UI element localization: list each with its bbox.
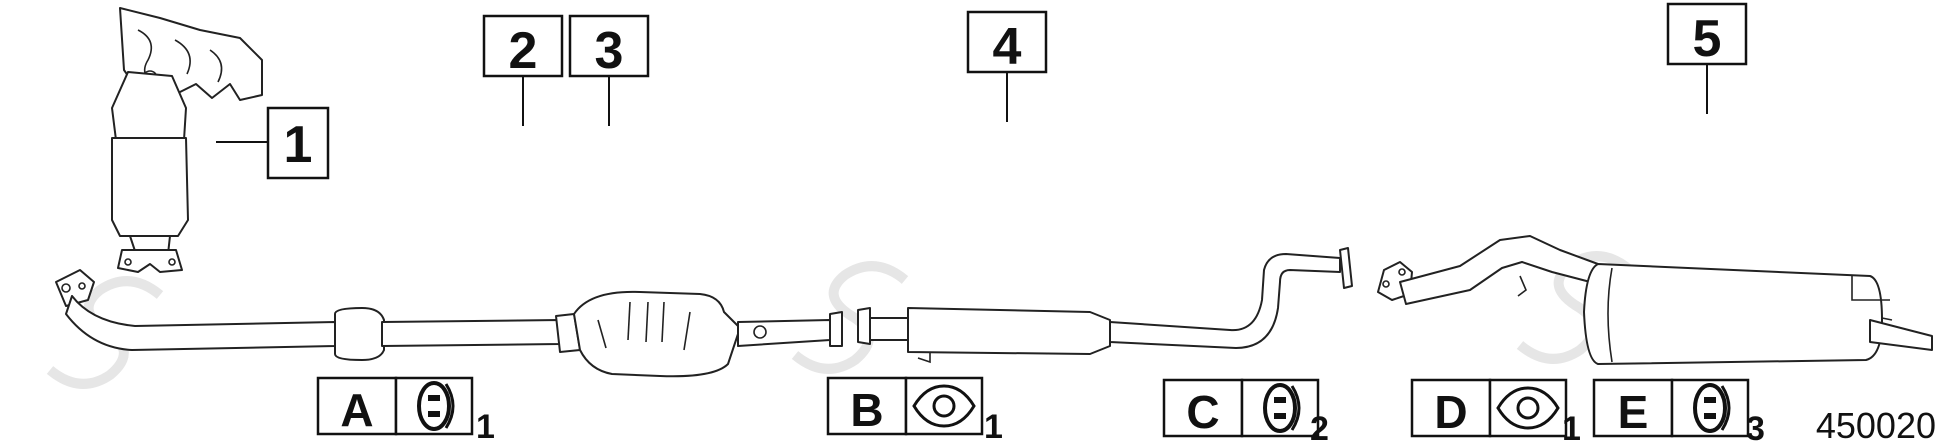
flange-gasket-icon [912,384,976,428]
callout-4: 4 [966,10,1048,122]
callout-2: 2 [482,14,564,126]
callout-label: 4 [993,18,1022,76]
rear-silencer [1377,235,1933,365]
legend-qty: 3 [1746,410,1765,445]
callout-1: 1 [216,106,330,180]
flange-gasket-icon [1496,386,1560,430]
legend-item-a: A 1 [316,376,495,445]
callout-3: 3 [568,14,650,126]
legend-letter: B [850,384,883,436]
manifold-catalyst [111,7,263,273]
centre-pipe-resonator [857,247,1353,364]
rubber-hanger-icon [417,381,455,431]
front-pipe [55,269,581,361]
callout-label: 2 [509,22,538,80]
callout-label: 1 [284,116,313,174]
legend-letter: C [1186,386,1219,438]
diagram-reference-number: 450020 [1816,405,1936,445]
legend-qty: 2 [1310,410,1329,445]
callout-5: 5 [1666,2,1748,114]
legend-item-d: D 1 [1410,378,1581,445]
legend-qty: 1 [984,408,1003,445]
legend-qty: 1 [476,408,495,445]
legend-item-c: C 2 [1162,378,1329,445]
callout-label: 3 [595,22,624,80]
legend-item-b: B 1 [826,376,1003,445]
legend-letter: E [1618,386,1649,438]
callout-label: 5 [1693,10,1722,68]
legend-qty: 1 [1562,410,1581,445]
rubber-hanger-icon [1693,383,1731,433]
rubber-hanger-icon [1263,383,1301,433]
legend-letter: A [340,384,373,436]
legend-letter: D [1434,386,1467,438]
legend-item-e: E 3 [1592,378,1765,445]
catalytic-converter [573,290,843,378]
